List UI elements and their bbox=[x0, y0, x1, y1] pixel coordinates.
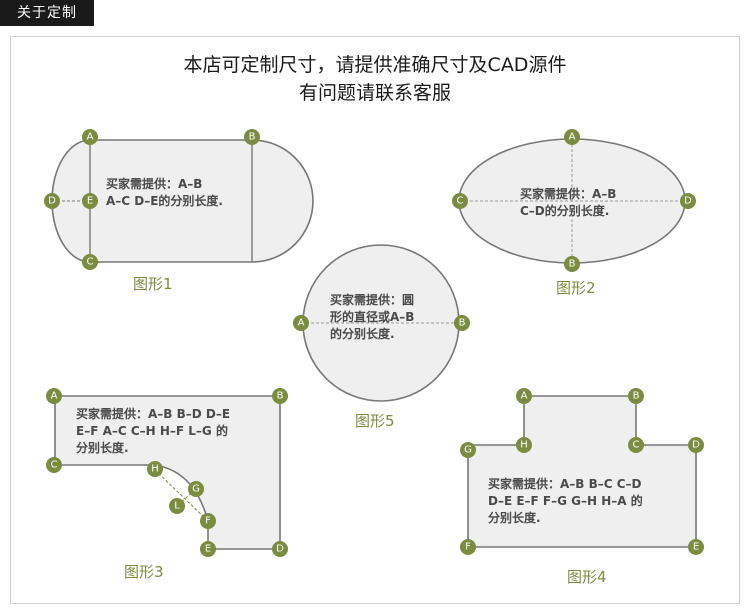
svg-text:F: F bbox=[465, 542, 471, 553]
svg-text:E: E bbox=[205, 544, 211, 555]
svg-text:D: D bbox=[276, 544, 284, 555]
svg-text:F: F bbox=[205, 516, 211, 527]
svg-text:C: C bbox=[51, 460, 58, 471]
svg-text:A: A bbox=[569, 132, 576, 143]
marker-s3-g: G bbox=[188, 481, 204, 497]
svg-text:A: A bbox=[51, 391, 58, 402]
shape4-desc-line1: 买家需提供：A–B B–C C–D bbox=[488, 477, 642, 491]
shape3-desc-line1: 买家需提供：A–B B–D D–E bbox=[76, 407, 231, 421]
shape2-desc: 买家需提供：A–B C–D的分别长度. bbox=[520, 186, 616, 220]
shape2-desc-line2: C–D的分别长度. bbox=[520, 204, 610, 218]
svg-text:C: C bbox=[633, 440, 640, 451]
shape1-desc: 买家需提供：A–B A–C D–E的分别长度. bbox=[106, 176, 223, 210]
marker-s2-d: D bbox=[680, 193, 696, 209]
shape3-caption: 图形3 bbox=[124, 563, 164, 581]
marker-s4-b: B bbox=[628, 388, 644, 404]
marker-s1-e: E bbox=[82, 193, 98, 209]
marker-s2-b: B bbox=[564, 256, 580, 272]
shape3-desc: 买家需提供：A–B B–D D–E E–F A–C C–H H–F L–G 的 … bbox=[76, 406, 230, 457]
marker-s3-b: B bbox=[272, 388, 288, 404]
shape4-caption: 图形4 bbox=[567, 568, 607, 586]
marker-s4-f: F bbox=[460, 539, 476, 555]
shape3-desc-line3: 分别长度. bbox=[76, 441, 129, 455]
shape1-desc-line2: A–C D–E的分别长度. bbox=[106, 194, 223, 208]
svg-text:H: H bbox=[151, 464, 159, 475]
svg-text:H: H bbox=[520, 440, 528, 451]
marker-s1-b: B bbox=[244, 129, 260, 145]
shape5-desc: 买家需提供：圆 形的直径或A–B 的分别长度. bbox=[330, 292, 414, 343]
marker-s3-h: H bbox=[147, 461, 163, 477]
marker-s4-e: E bbox=[688, 539, 704, 555]
svg-text:B: B bbox=[249, 132, 256, 143]
svg-text:L: L bbox=[174, 501, 180, 512]
shape4-desc-line3: 分别长度. bbox=[488, 511, 541, 525]
marker-s3-d: D bbox=[272, 541, 288, 557]
svg-text:A: A bbox=[87, 132, 94, 143]
svg-text:B: B bbox=[459, 318, 466, 329]
shape3-line-hf bbox=[154, 469, 209, 522]
svg-text:A: A bbox=[298, 318, 305, 329]
shape4-desc-line2: D–E E–F F–G G–H H–A 的 bbox=[488, 494, 643, 508]
svg-text:G: G bbox=[464, 445, 472, 456]
marker-s5-a: A bbox=[293, 315, 309, 331]
marker-s2-a: A bbox=[564, 129, 580, 145]
shape5-desc-line2: 形的直径或A–B bbox=[330, 310, 415, 324]
svg-text:B: B bbox=[633, 391, 640, 402]
shape1-caption: 图形1 bbox=[133, 275, 173, 293]
svg-text:D: D bbox=[48, 196, 56, 207]
marker-s4-c: C bbox=[628, 437, 644, 453]
shape5-desc-line1: 买家需提供：圆 bbox=[330, 293, 415, 307]
marker-s4-d: D bbox=[688, 437, 704, 453]
svg-text:A: A bbox=[521, 391, 528, 402]
svg-text:C: C bbox=[87, 257, 94, 268]
marker-s3-e: E bbox=[200, 541, 216, 557]
svg-text:D: D bbox=[692, 440, 700, 451]
marker-s4-h: H bbox=[516, 437, 532, 453]
section-tag: 关于定制 bbox=[0, 0, 94, 26]
shape2-caption: 图形2 bbox=[556, 279, 596, 297]
svg-text:B: B bbox=[569, 259, 576, 270]
shape1-desc-line1: 买家需提供：A–B bbox=[106, 177, 203, 191]
shape5-desc-line3: 的分别长度. bbox=[330, 327, 395, 341]
marker-s1-d: D bbox=[44, 193, 60, 209]
shape2-desc-line1: 买家需提供：A–B bbox=[520, 187, 617, 201]
marker-s3-c: C bbox=[46, 457, 62, 473]
marker-s1-c: C bbox=[82, 254, 98, 270]
svg-text:D: D bbox=[684, 196, 692, 207]
svg-text:B: B bbox=[277, 391, 284, 402]
shape4-desc: 买家需提供：A–B B–C C–D D–E E–F F–G G–H H–A 的 … bbox=[488, 476, 643, 527]
heading-line2: 有问题请联系客服 bbox=[298, 82, 451, 104]
marker-s3-f: F bbox=[200, 513, 216, 529]
svg-text:C: C bbox=[457, 196, 464, 207]
svg-text:E: E bbox=[693, 542, 699, 553]
markers: A B C D E A B C D A B A B C D E F G H L … bbox=[44, 129, 704, 557]
marker-s4-g: G bbox=[460, 442, 476, 458]
marker-s4-a: A bbox=[516, 388, 532, 404]
marker-s3-a: A bbox=[46, 388, 62, 404]
svg-text:G: G bbox=[192, 484, 200, 495]
marker-s2-c: C bbox=[452, 193, 468, 209]
marker-s5-b: B bbox=[454, 315, 470, 331]
marker-s1-a: A bbox=[82, 129, 98, 145]
shape5-caption: 图形5 bbox=[355, 412, 395, 430]
svg-text:E: E bbox=[87, 196, 93, 207]
heading-line1: 本店可定制尺寸，请提供准确尺寸及CAD源件 bbox=[183, 54, 567, 76]
shape3-desc-line2: E–F A–C C–H H–F L–G 的 bbox=[76, 424, 228, 438]
marker-s3-l: L bbox=[169, 498, 185, 514]
